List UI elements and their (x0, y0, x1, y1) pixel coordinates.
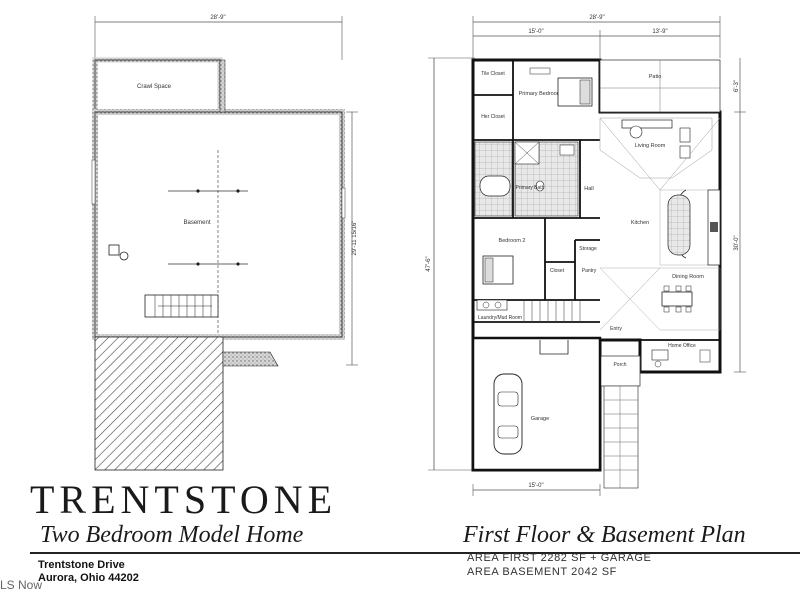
first-floor-plan: 28'-9" 15'-0" 13'-9" 47'-6" 6'-3" 30'-0"… (426, 15, 746, 496)
laundry-label: Laundry/Mud Room (478, 315, 522, 321)
first-floor-left-dim: 15'-0" (528, 29, 543, 35)
address-street: Trentstone Drive (38, 559, 125, 571)
hall-label: Hall (584, 186, 593, 192)
bedroom-2-label: Bedroom 2 (499, 238, 526, 244)
garage-label: Garage (531, 416, 549, 422)
watermark-text: LS Now (0, 578, 43, 592)
porch-label: Porch (613, 362, 626, 368)
right-side-dim: 30'-0" (734, 235, 740, 250)
basement-depth-dim: 29'-11 15/16" (352, 221, 358, 256)
title-divider (30, 552, 800, 554)
brand-logo: TRENTSTONE (30, 477, 338, 522)
home-office-label: Home Office (668, 343, 696, 349)
tile-closet-label: Tile Closet (481, 71, 505, 77)
primary-bath-label: Primary Bath (516, 185, 545, 191)
area-basement: AREA BASEMENT 2042 SF (467, 566, 617, 578)
living-room-label: Living Room (635, 143, 666, 149)
storage-label: Storage (579, 246, 597, 252)
basement-width-dim: 28'-9" (210, 15, 225, 21)
car-icon (493, 373, 523, 455)
first-floor-depth-dim: 47'-6" (426, 256, 432, 271)
patio-label: Patio (649, 74, 662, 80)
crawl-space-label: Crawl Space (137, 84, 172, 90)
her-closet-label: Her Closet (481, 114, 505, 120)
patio-depth-dim: 6'-3" (734, 80, 740, 92)
plan-subtitle: First Floor & Basement Plan (463, 522, 746, 548)
entry-label: Entry (610, 326, 622, 332)
first-floor-right-dim: 13'-9" (652, 29, 667, 35)
closet-label: Closet (550, 268, 565, 274)
primary-bedroom-label: Primary Bedroom (519, 91, 562, 97)
basement-room-label: Basement (183, 220, 210, 226)
model-subtitle: Two Bedroom Model Home (40, 522, 304, 548)
garage-width-dim: 15'-0" (528, 483, 543, 489)
pantry-label: Pantry (582, 268, 597, 274)
address-city: Aurora, Ohio 44202 (38, 572, 139, 584)
dining-room-label: Dining Room (672, 274, 704, 280)
first-floor-width-dim: 28'-9" (589, 15, 604, 21)
kitchen-label: Kitchen (631, 220, 649, 226)
area-first-floor: AREA FIRST 2282 SF + GARAGE (467, 552, 652, 564)
basement-plan: 28'-9" 29'-11 15/16" Crawl Space Basemen… (91, 15, 358, 471)
